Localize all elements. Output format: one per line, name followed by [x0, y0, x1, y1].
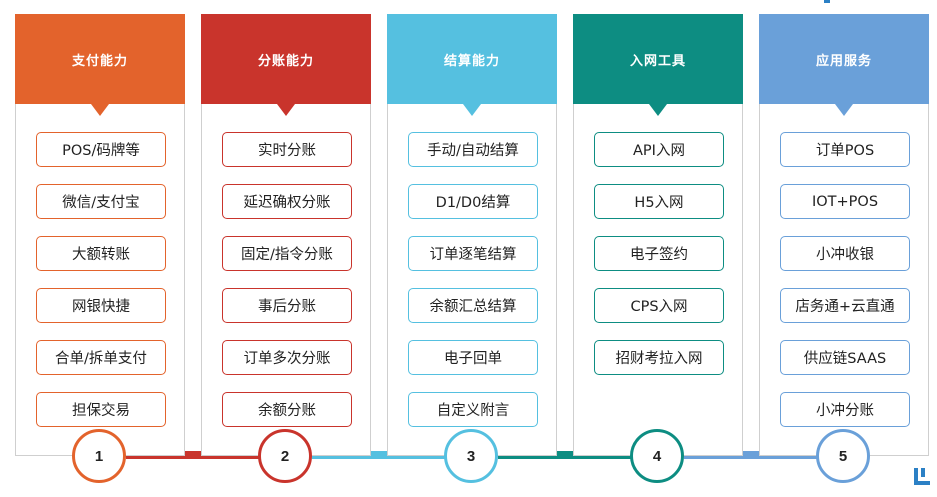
capability-item: 电子回单 — [408, 340, 538, 375]
step-number-1: 1 — [72, 429, 126, 483]
column-title: 结算能力 — [443, 53, 500, 69]
header-pointer — [463, 104, 481, 116]
capability-item: 实时分账 — [222, 132, 352, 167]
capability-item: 自定义附言 — [408, 392, 538, 427]
capability-item: CPS入网 — [594, 288, 724, 323]
connector-2-3 — [312, 451, 446, 459]
item-list: 手动/自动结算 D1/D0结算 订单逐笔结算 余额汇总结算 电子回单 自定义附言 — [408, 132, 538, 444]
capability-item: 手动/自动结算 — [408, 132, 538, 167]
capability-item: 固定/指令分账 — [222, 236, 352, 271]
step-number-5: 5 — [816, 429, 870, 483]
capability-item: H5入网 — [594, 184, 724, 219]
capability-item: 店务通+云直通 — [780, 288, 910, 323]
column-header: 入网工具 — [573, 14, 743, 104]
capability-item: D1/D0结算 — [408, 184, 538, 219]
column-payment: 支付能力 POS/码牌等 微信/支付宝 大额转账 网银快捷 合单/拆单支付 担保… — [15, 14, 185, 456]
step-number-4: 4 — [630, 429, 684, 483]
capability-item: 担保交易 — [36, 392, 166, 427]
capability-item: 事后分账 — [222, 288, 352, 323]
column-title: 支付能力 — [71, 53, 128, 69]
capability-item: 余额分账 — [222, 392, 352, 427]
column-title: 应用服务 — [815, 53, 872, 69]
top-accent-mark — [824, 0, 830, 3]
capability-item: 订单多次分账 — [222, 340, 352, 375]
column-title: 入网工具 — [629, 53, 686, 69]
header-pointer — [649, 104, 667, 116]
column-onboarding: 入网工具 API入网 H5入网 电子签约 CPS入网 招财考拉入网 — [573, 14, 743, 456]
capability-item: 供应链SAAS — [780, 340, 910, 375]
connector-4-5 — [684, 451, 818, 459]
item-list: API入网 H5入网 电子签约 CPS入网 招财考拉入网 — [594, 132, 724, 392]
column-header: 分账能力 — [201, 14, 371, 104]
capability-item: 小冲收银 — [780, 236, 910, 271]
capability-item: API入网 — [594, 132, 724, 167]
column-services: 应用服务 订单POS IOT+POS 小冲收银 店务通+云直通 供应链SAAS … — [759, 14, 929, 456]
column-title: 分账能力 — [257, 53, 314, 69]
capability-item: 订单逐笔结算 — [408, 236, 538, 271]
column-header: 应用服务 — [759, 14, 929, 104]
brand-logo-icon — [914, 468, 930, 485]
column-settlement: 结算能力 手动/自动结算 D1/D0结算 订单逐笔结算 余额汇总结算 电子回单 … — [387, 14, 557, 456]
capability-item: 电子签约 — [594, 236, 724, 271]
capability-item: 小冲分账 — [780, 392, 910, 427]
capability-item: 微信/支付宝 — [36, 184, 166, 219]
item-list: POS/码牌等 微信/支付宝 大额转账 网银快捷 合单/拆单支付 担保交易 — [36, 132, 166, 444]
step-number-3: 3 — [444, 429, 498, 483]
capability-item: 招财考拉入网 — [594, 340, 724, 375]
capability-item: 订单POS — [780, 132, 910, 167]
item-list: 实时分账 延迟确权分账 固定/指令分账 事后分账 订单多次分账 余额分账 — [222, 132, 352, 444]
column-header: 支付能力 — [15, 14, 185, 104]
item-list: 订单POS IOT+POS 小冲收银 店务通+云直通 供应链SAAS 小冲分账 — [780, 132, 910, 444]
capability-item: 网银快捷 — [36, 288, 166, 323]
column-split: 分账能力 实时分账 延迟确权分账 固定/指令分账 事后分账 订单多次分账 余额分… — [201, 14, 371, 456]
connector-1-2 — [126, 451, 260, 459]
header-pointer — [277, 104, 295, 116]
capability-item: 余额汇总结算 — [408, 288, 538, 323]
capability-item: 延迟确权分账 — [222, 184, 352, 219]
capability-item: 大额转账 — [36, 236, 166, 271]
header-pointer — [835, 104, 853, 116]
capability-item: IOT+POS — [780, 184, 910, 219]
column-header: 结算能力 — [387, 14, 557, 104]
header-pointer — [91, 104, 109, 116]
connector-3-4 — [498, 451, 632, 459]
capability-item: 合单/拆单支付 — [36, 340, 166, 375]
step-number-2: 2 — [258, 429, 312, 483]
capability-item: POS/码牌等 — [36, 132, 166, 167]
